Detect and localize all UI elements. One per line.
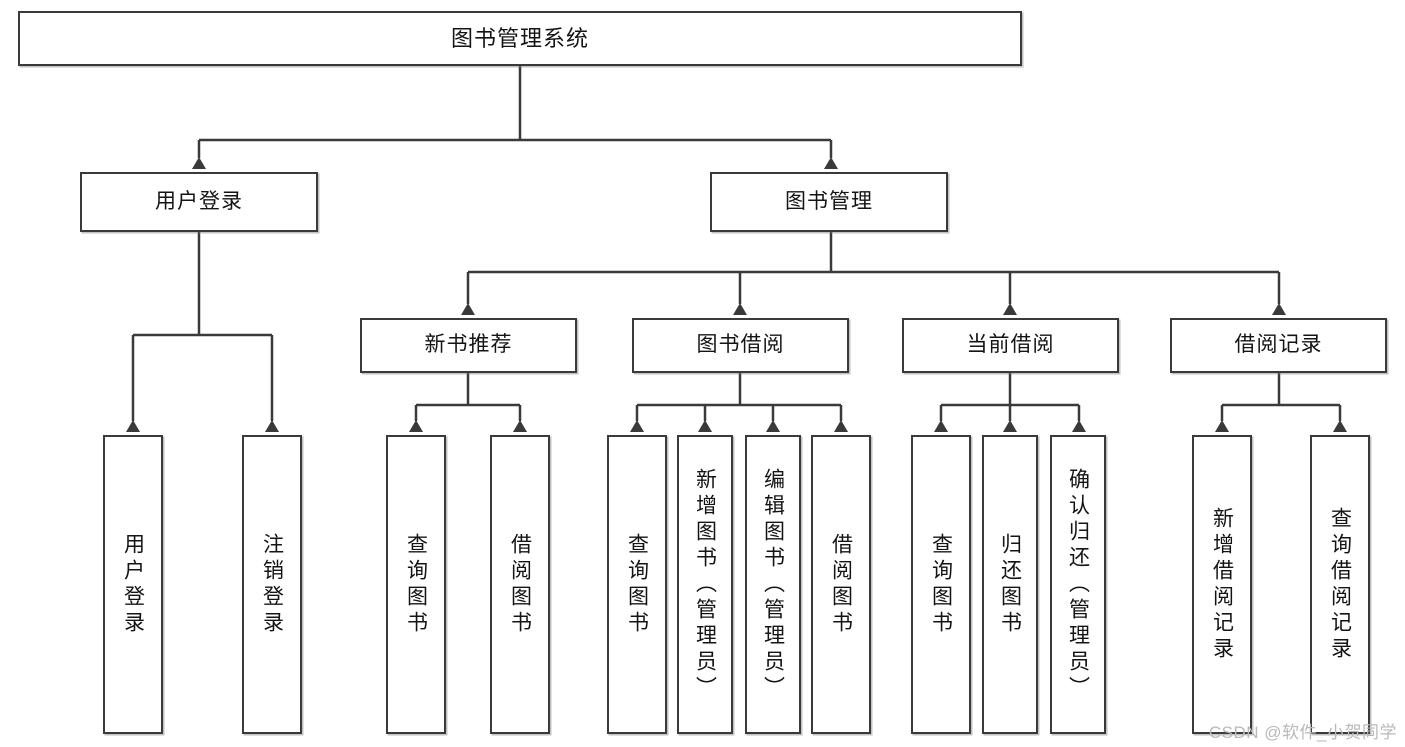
leaf-add-record[interactable]: 新增借阅记录 xyxy=(1192,435,1252,734)
leaf-user-logout[interactable]: 注销登录 xyxy=(242,435,302,734)
leaf-user-login-label: 用户登录 xyxy=(121,532,145,637)
leaf-query-book-2-label: 查询图书 xyxy=(625,532,649,637)
leaf-user-logout-label: 注销登录 xyxy=(260,532,284,637)
node-borrow-record-label: 借阅记录 xyxy=(1234,333,1323,357)
leaf-query-book-3[interactable]: 查询图书 xyxy=(911,435,971,734)
node-new-book-rec-label: 新书推荐 xyxy=(424,333,513,357)
leaf-query-book-3-label: 查询图书 xyxy=(929,532,953,637)
leaf-query-record[interactable]: 查询借阅记录 xyxy=(1310,435,1370,734)
leaf-borrow-book-1[interactable]: 借阅图书 xyxy=(490,435,550,734)
node-root[interactable]: 图书管理系统 xyxy=(18,11,1022,66)
node-root-label: 图书管理系统 xyxy=(450,25,589,51)
leaf-edit-book[interactable]: 编辑图书（管理员） xyxy=(745,435,801,734)
node-book-manage[interactable]: 图书管理 xyxy=(710,172,948,232)
leaf-confirm-return[interactable]: 确认归还（管理员） xyxy=(1050,435,1106,734)
leaf-borrow-book-1-label: 借阅图书 xyxy=(508,532,532,637)
leaf-borrow-book-2[interactable]: 借阅图书 xyxy=(811,435,871,734)
leaf-query-book-2[interactable]: 查询图书 xyxy=(607,435,667,734)
node-user-login-label: 用户登录 xyxy=(155,189,243,213)
node-book-manage-label: 图书管理 xyxy=(785,189,873,213)
leaf-return-book-label: 归还图书 xyxy=(998,532,1022,637)
node-book-borrow-label: 图书借阅 xyxy=(696,333,785,357)
node-user-login[interactable]: 用户登录 xyxy=(80,172,318,232)
node-current-borrow-label: 当前借阅 xyxy=(966,333,1055,357)
leaf-add-book-label: 新增图书（管理员） xyxy=(693,467,717,702)
leaf-add-record-label: 新增借阅记录 xyxy=(1210,506,1234,663)
node-book-borrow[interactable]: 图书借阅 xyxy=(632,318,849,373)
leaf-user-login[interactable]: 用户登录 xyxy=(103,435,163,734)
node-current-borrow[interactable]: 当前借阅 xyxy=(902,318,1119,373)
node-borrow-record[interactable]: 借阅记录 xyxy=(1170,318,1387,373)
leaf-return-book[interactable]: 归还图书 xyxy=(982,435,1038,734)
leaf-query-record-label: 查询借阅记录 xyxy=(1328,506,1352,663)
leaf-add-book[interactable]: 新增图书（管理员） xyxy=(677,435,733,734)
node-new-book-rec[interactable]: 新书推荐 xyxy=(360,318,577,373)
csdn-watermark: CSDN @软件_小贺同学 xyxy=(1208,723,1397,742)
leaf-query-book-1[interactable]: 查询图书 xyxy=(386,435,446,734)
leaf-confirm-return-label: 确认归还（管理员） xyxy=(1066,467,1090,702)
leaf-borrow-book-2-label: 借阅图书 xyxy=(829,532,853,637)
leaf-query-book-1-label: 查询图书 xyxy=(404,532,428,637)
leaf-edit-book-label: 编辑图书（管理员） xyxy=(761,467,785,702)
